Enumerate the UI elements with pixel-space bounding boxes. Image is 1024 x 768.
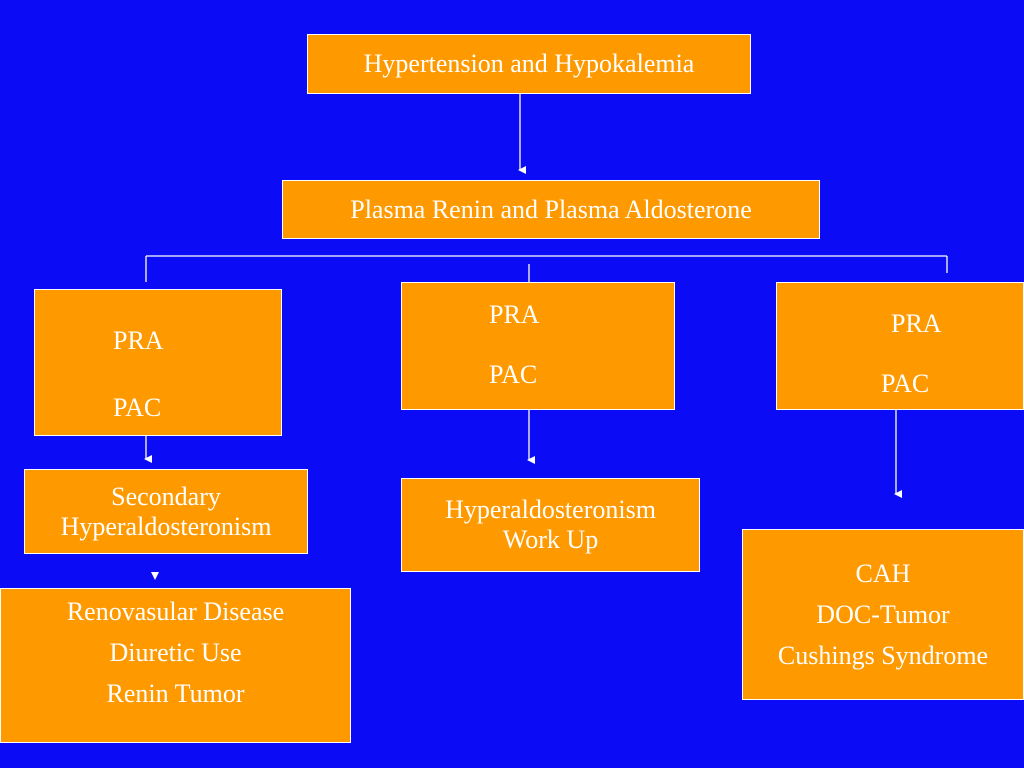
right-pra-label: PRA xyxy=(891,309,942,338)
left-pra-pac-box xyxy=(34,289,282,436)
left-result-line-1: Secondary xyxy=(111,481,221,511)
plasma-renin-aldosterone-box: Plasma Renin and Plasma Aldosterone xyxy=(282,180,820,239)
right-causes-box: CAH DOC-Tumor Cushings Syndrome xyxy=(742,529,1024,700)
top-box-label: Hypertension and Hypokalemia xyxy=(363,49,695,79)
left-cause-line-1: Renovasular Disease xyxy=(66,597,285,626)
right-result-line-3: Cushings Syndrome xyxy=(777,641,989,670)
arrow-left-to-causes xyxy=(151,572,159,580)
secondary-hyperaldosteronism-box: Secondary Hyperaldosteronism xyxy=(24,469,308,554)
hypertension-hypokalemia-box: Hypertension and Hypokalemia xyxy=(307,34,751,94)
middle-result-line-2: Work Up xyxy=(502,525,599,554)
right-result-line-2: DOC-Tumor xyxy=(816,600,950,629)
left-pac-label: PAC xyxy=(113,393,162,422)
right-pra-pac-box xyxy=(776,282,1024,410)
left-pra-label: PRA xyxy=(113,326,164,355)
left-causes-box: Renovasular Disease Diuretic Use Renin T… xyxy=(0,588,351,743)
middle-pac-label: PAC xyxy=(489,360,538,389)
left-result-line-2: Hyperaldosteronism xyxy=(60,511,272,541)
second-box-label: Plasma Renin and Plasma Aldosterone xyxy=(350,194,752,224)
right-result-line-1: CAH xyxy=(855,559,911,588)
middle-result-line-1: Hyperaldosteronism xyxy=(445,495,656,525)
middle-pra-label: PRA xyxy=(489,300,540,329)
hyperaldosteronism-workup-box: Hyperaldosteronism Work Up xyxy=(401,478,700,572)
right-pac-label: PAC xyxy=(881,369,930,398)
middle-pra-pac-box xyxy=(401,282,675,410)
left-cause-line-2: Diuretic Use xyxy=(109,638,242,667)
left-cause-line-3: Renin Tumor xyxy=(106,679,245,708)
